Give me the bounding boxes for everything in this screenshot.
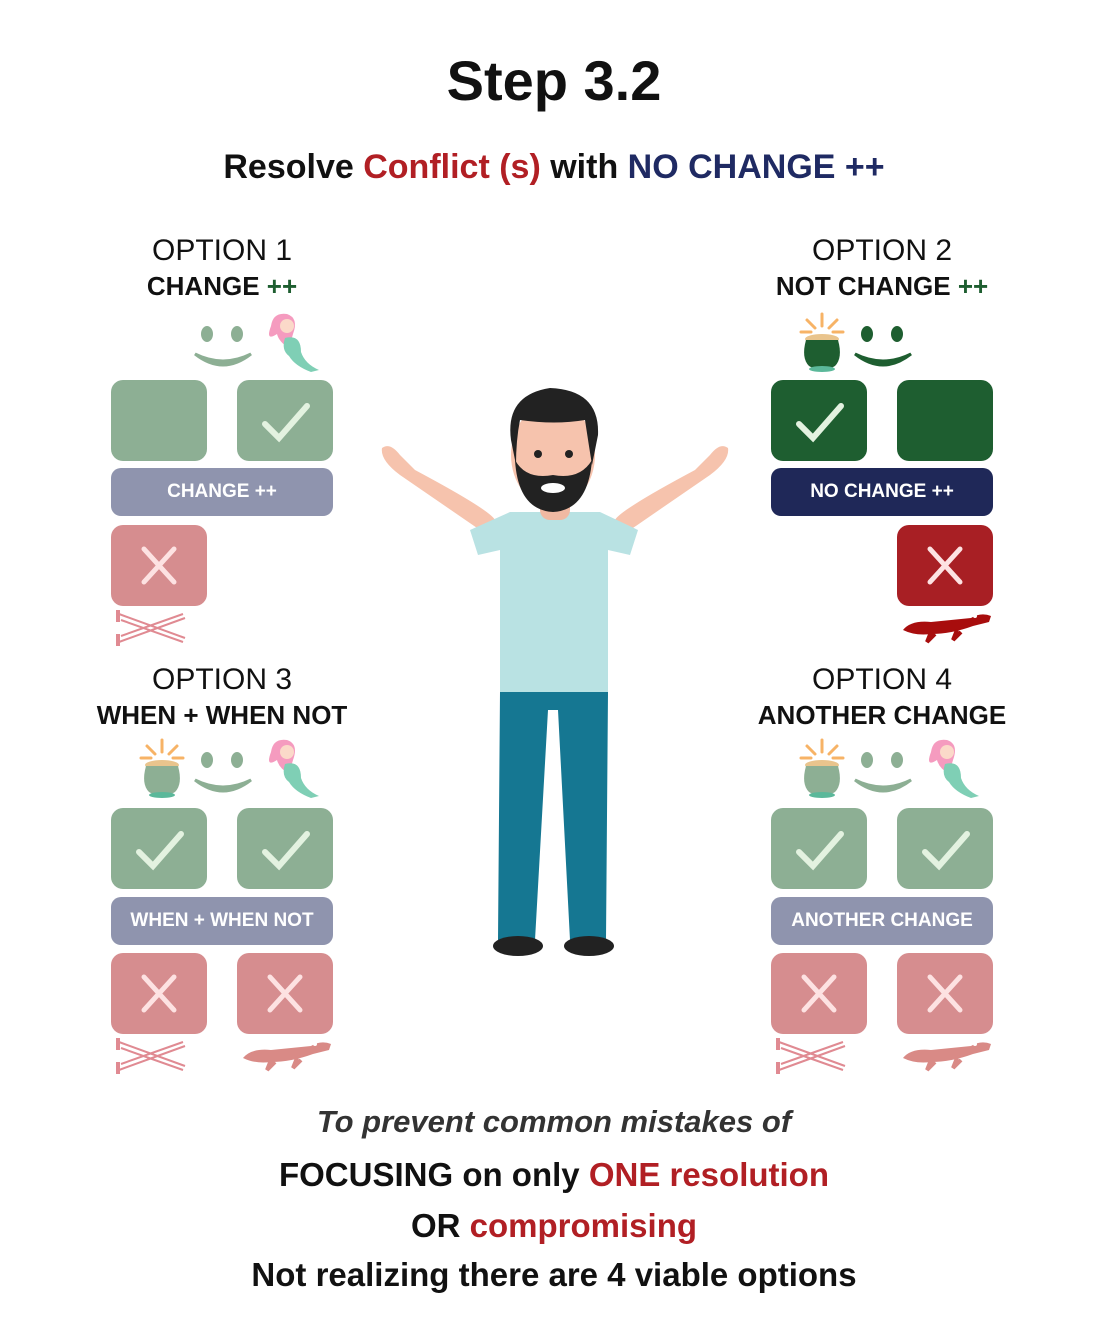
approved-tile — [771, 808, 867, 889]
footer-line-4: Not realizing there are 4 viable options — [251, 1256, 857, 1293]
pot-of-gold-icon — [797, 738, 847, 807]
smiley-icon — [853, 324, 913, 379]
person-illustration — [381, 388, 729, 956]
footer-text: FOCUSING on only — [278, 1156, 589, 1193]
approved-tile — [771, 380, 867, 461]
rejected-tile — [237, 953, 333, 1034]
option-title: OPTION 2 — [811, 234, 953, 267]
subtitle-conflict: Conflict (s) — [363, 148, 541, 186]
smiley-icon — [853, 750, 913, 805]
option-title: OPTION 3 — [151, 663, 293, 696]
rejected-tile — [771, 953, 867, 1034]
footer-line-1: To prevent common mistakes of — [316, 1104, 792, 1139]
subtitle-text: with — [540, 148, 628, 186]
mermaid-icon — [921, 738, 981, 807]
empty-tile — [111, 380, 207, 461]
option-label-bar: WHEN + WHEN NOT — [111, 897, 333, 945]
crutches-icon — [115, 610, 191, 651]
option-subtitle: CHANGE ++ — [52, 271, 392, 302]
option-subtitle: WHEN + WHEN NOT — [52, 700, 392, 731]
approved-tile — [111, 808, 207, 889]
option-subtitle-text: WHEN + WHEN NOT — [96, 700, 348, 730]
smiley-icon — [193, 750, 253, 805]
option-subtitle: ANOTHER CHANGE — [712, 700, 1052, 731]
rejected-tile — [897, 525, 993, 606]
smiley-icon — [193, 324, 253, 379]
mermaid-icon — [261, 738, 321, 807]
option-subtitle-text: NOT CHANGE — [775, 271, 958, 301]
crocodile-icon — [241, 1038, 333, 1077]
footer-text: OR — [410, 1207, 470, 1244]
option-subtitle-text: ANOTHER CHANGE — [757, 700, 1007, 730]
subtitle-text: Resolve — [223, 148, 364, 186]
crutches-icon — [775, 1038, 851, 1079]
option-title: OPTION 1 — [151, 234, 293, 267]
option-label-bar: CHANGE ++ — [111, 468, 333, 516]
empty-tile — [897, 380, 993, 461]
rejected-tile — [897, 953, 993, 1034]
crocodile-icon — [901, 1038, 993, 1077]
pot-of-gold-icon — [137, 738, 187, 807]
pot-of-gold-icon — [797, 312, 847, 381]
page-title: Step 3.2 — [446, 49, 662, 112]
option-subtitle-text: CHANGE — [146, 271, 267, 301]
rejected-tile — [111, 525, 207, 606]
subtitle-no-change: NO CHANGE ++ — [627, 148, 885, 186]
approved-tile — [897, 808, 993, 889]
approved-tile — [237, 808, 333, 889]
option-label-bar: ANOTHER CHANGE — [771, 897, 993, 945]
footer-line-2: FOCUSING on only ONE resolution — [0, 1156, 1108, 1194]
footer-highlight: compromising — [469, 1207, 698, 1244]
option-title: OPTION 4 — [811, 663, 953, 696]
approved-tile — [237, 380, 333, 461]
option-subtitle: NOT CHANGE ++ — [712, 271, 1052, 302]
subtitle: Resolve Conflict (s) with NO CHANGE ++ — [0, 148, 1108, 187]
option-subtitle-plus: ++ — [266, 271, 298, 301]
option-subtitle-plus: ++ — [957, 271, 989, 301]
option-label-bar: NO CHANGE ++ — [771, 468, 993, 516]
crocodile-icon — [901, 610, 993, 649]
mermaid-icon — [261, 312, 321, 381]
footer-line-3: OR compromising — [0, 1207, 1108, 1245]
rejected-tile — [111, 953, 207, 1034]
crutches-icon — [115, 1038, 191, 1079]
footer-highlight: ONE resolution — [588, 1156, 829, 1193]
